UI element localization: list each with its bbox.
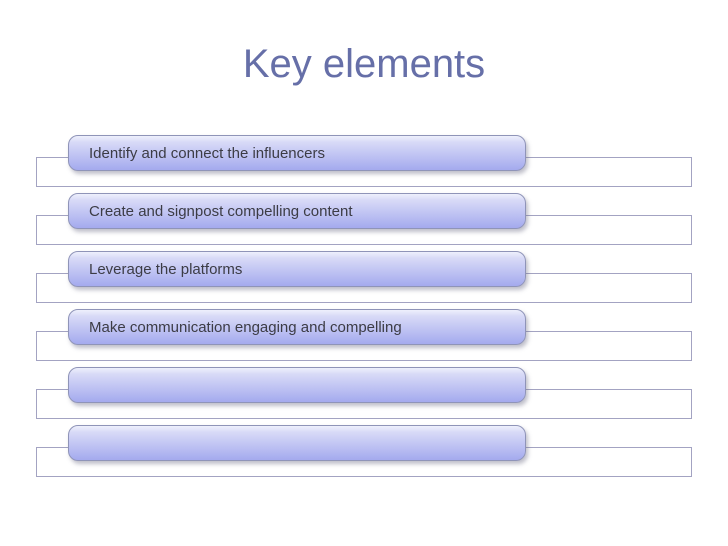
slide-title: Key elements: [242, 42, 486, 86]
item-label: Create and signpost compelling content: [89, 202, 353, 220]
item-bar: [68, 367, 526, 403]
item-bar: Make communication engaging and compelli…: [68, 309, 526, 345]
list-item: Create and signpost compelling content: [0, 193, 728, 251]
item-bar: Leverage the platforms: [68, 251, 526, 287]
item-label: Identify and connect the influencers: [89, 144, 325, 162]
list-item: Make communication engaging and compelli…: [0, 309, 728, 367]
item-bar: Create and signpost compelling content: [68, 193, 526, 229]
item-label: Leverage the platforms: [89, 260, 243, 278]
list-item: [0, 425, 728, 483]
item-label: Make communication engaging and compelli…: [89, 318, 402, 336]
list-item: [0, 367, 728, 425]
item-bar: Identify and connect the influencers: [68, 135, 526, 171]
list-item: Leverage the platforms: [0, 251, 728, 309]
list-item: Identify and connect the influencers: [0, 135, 728, 193]
item-bar: [68, 425, 526, 461]
